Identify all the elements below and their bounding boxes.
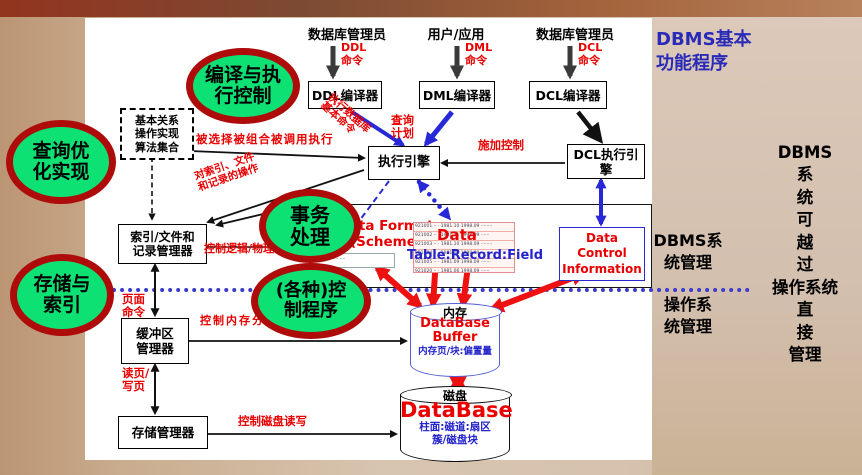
actor-dba-right: 数据库管理员 xyxy=(535,28,614,43)
database-name: DataBase xyxy=(400,398,513,422)
label-query-plan: 查询 计划 xyxy=(391,113,414,141)
box-buffer-mgr: 缓冲区 管理器 xyxy=(121,318,189,364)
title-dbms-basic-programs: DBMS基本 功能程序 xyxy=(656,29,752,75)
box-storage-mgr: 存储管理器 xyxy=(118,416,208,449)
note-dbms-bypass-os: DBMS 系 统 可 越 过 操作系统 直 接 管理 xyxy=(772,143,838,364)
memory-title: 内存 xyxy=(442,306,467,320)
table-row: 921020 ·· · 1981.06 1998.09 ······ xyxy=(414,268,514,272)
cylinder-body xyxy=(400,394,510,462)
ellipse-transaction-processing: 事务 处理 xyxy=(259,189,361,263)
background-texture-top xyxy=(0,0,862,17)
box-dcl-exec-engine: DCL执行引擎 xyxy=(567,144,645,179)
label-dml-command: DML 命令 xyxy=(465,41,493,67)
ellipse-control-programs: (各种)控 制程序 xyxy=(251,263,371,339)
label-table-record-field: Table:Record:Field xyxy=(407,248,544,263)
buffer-name-line1: DataBase xyxy=(420,316,490,331)
ellipse-storage-index: 存储与 索引 xyxy=(10,254,114,336)
table-row: 921002 ·· · 1981.11 1998.09 ······ xyxy=(414,232,514,241)
ellipse-compile-exec-control: 编译与执 行控制 xyxy=(186,48,300,124)
label-os-managed: 操作系 统管理 xyxy=(663,295,712,336)
label-ddl-command: DDL 命令 xyxy=(341,41,367,67)
cylinder-body xyxy=(410,311,500,377)
label-apply-control: 施加控制 xyxy=(478,138,524,152)
label-read-write-page: 读页/ 写页 xyxy=(122,366,150,394)
label-control-disk-rw: 控制磁盘读写 xyxy=(238,414,307,428)
actor-dba-left: 数据库管理员 xyxy=(307,28,386,43)
box-algo-set: 基本关系 操作实现 算法集合 xyxy=(120,108,194,160)
table-row: 921003 ·· · 1981.10 1998.09 ········ xyxy=(414,241,514,250)
background-texture-right xyxy=(652,17,862,475)
label-dbms-system-managed: DBMS系 统管理 xyxy=(653,231,723,272)
label-dcl-command: DCL 命令 xyxy=(578,41,603,67)
box-dcl-compiler: DCL编译器 xyxy=(529,81,607,109)
label-selected-combined-invoked: 被选择被组合被调用执行 xyxy=(196,132,334,146)
ellipse-query-optimization: 查询优 化实现 xyxy=(6,120,116,204)
cylinder-database-buffer: 内存 DataBase Buffer 内存页/块:偏置量 xyxy=(410,303,502,377)
label-page-command: 页面 命令 xyxy=(122,292,145,320)
actor-user-app: 用户/应用 xyxy=(427,28,485,43)
disk-detail-cylinder-track-sector: 柱面:磁道:扇区 xyxy=(419,421,491,434)
box-exec-engine: 执行引擎 xyxy=(368,146,440,180)
disk-detail-cluster-block: 簇/磁盘块 xyxy=(432,434,478,447)
box-data-control-info: Data Control Information xyxy=(559,227,645,281)
cylinder-database: 磁盘 DataBase 柱面:磁道:扇区 簇/磁盘块 xyxy=(400,386,513,462)
table-row: 921001 ·· · 1981.10 1998.09 ········ xyxy=(414,223,514,232)
label-data: Data xyxy=(437,226,477,244)
buffer-name-line2: Buffer xyxy=(432,330,478,346)
memory-page-detail: 内存页/块:偏置量 xyxy=(418,345,492,357)
box-ddl-compiler: DDL编译器 xyxy=(308,81,382,109)
box-dml-compiler: DML编译器 xyxy=(419,81,495,109)
box-index-file-mgr: 索引/文件和 记录管理器 xyxy=(118,224,207,264)
